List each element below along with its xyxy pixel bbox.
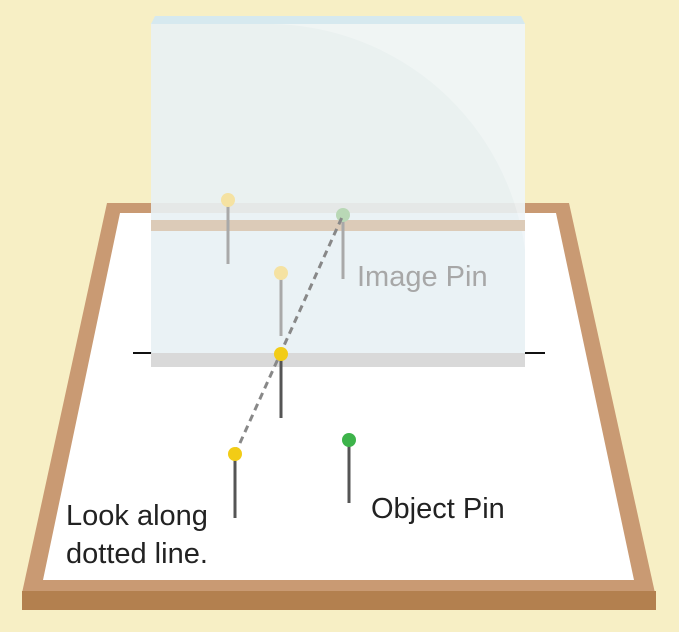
yellow-pin-icon: [221, 193, 235, 207]
instruction-line-1: Look along: [66, 500, 208, 532]
board-base: [22, 591, 656, 610]
mirror-top-edge: [151, 16, 525, 24]
mirror-reflection-band: [151, 220, 525, 231]
instruction-line-2: dotted line.: [66, 538, 208, 570]
yellow-pin-icon: [274, 347, 288, 361]
yellow-pin-icon: [274, 266, 288, 280]
mirror-base: [151, 353, 525, 367]
green-pin-icon: [342, 433, 356, 447]
mirror-glass: [151, 23, 525, 354]
object-pin-label: Object Pin: [371, 493, 505, 525]
image-pin-label: Image Pin: [357, 261, 488, 293]
mirror-glare: [270, 24, 525, 250]
green-pin-icon: [336, 208, 350, 222]
sight-line: [233, 214, 345, 455]
yellow-pin-icon: [228, 447, 242, 461]
